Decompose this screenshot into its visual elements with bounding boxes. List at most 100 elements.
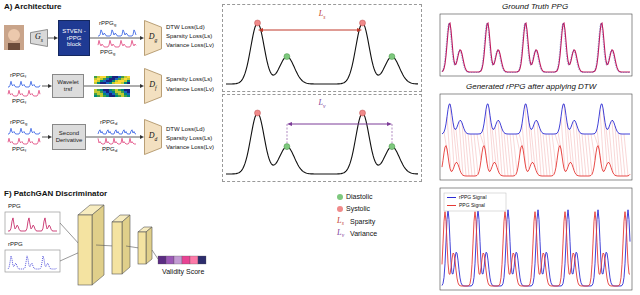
- heat-cell: [124, 76, 127, 78]
- sparsity-plot: Ls: [222, 4, 422, 92]
- stven-block: STVEN -rPPG block: [58, 20, 90, 56]
- heat-cell: [118, 76, 121, 78]
- heat-cell: [112, 93, 115, 95]
- dtw-alignment-line: [471, 134, 475, 176]
- dtw-alignment-line: [588, 134, 592, 174]
- measure-arrows: [258, 28, 392, 150]
- shoulders: [8, 43, 20, 50]
- heat-cell: [121, 76, 124, 78]
- ground-truth-overlay: [442, 23, 630, 72]
- heat-cell: [124, 82, 127, 84]
- node-text: D: [149, 80, 155, 89]
- arrow-line: [42, 86, 48, 87]
- heat-cell: [94, 91, 97, 93]
- heat-cell: [97, 93, 100, 95]
- heat-cell: [97, 80, 100, 82]
- heat-cell: [100, 95, 103, 97]
- subscript: g: [154, 37, 157, 43]
- discriminator: Df: [144, 68, 162, 104]
- heat-cell: [127, 89, 130, 91]
- score-cell: [158, 256, 166, 264]
- ppg-derivative-wave: [98, 138, 136, 144]
- heat-cell: [115, 76, 118, 78]
- heat-cell: [94, 93, 97, 95]
- heat-cell: [115, 82, 118, 84]
- feed-line: [96, 245, 114, 246]
- heat-cell: [94, 82, 97, 84]
- heat-cell: [94, 76, 97, 78]
- heat-cell: [103, 93, 106, 95]
- legend-text: Sparsity: [350, 218, 375, 226]
- heat-cell: [97, 78, 100, 80]
- rppg-input-wave: [8, 256, 57, 269]
- subscript: g: [25, 122, 27, 126]
- heat-cell: [94, 78, 97, 80]
- heat-cell: [115, 95, 118, 97]
- trapezoid-shape: [145, 21, 162, 56]
- variance-arrow: [290, 124, 389, 125]
- dtw-alignment-line: [603, 108, 607, 164]
- dtw-alignment-line: [594, 134, 598, 146]
- input-arrows: [42, 84, 52, 139]
- dtw-alignment-line: [474, 134, 478, 174]
- heat-cell: [94, 95, 97, 97]
- node-label: Gs: [35, 33, 43, 43]
- arrow-head: [357, 28, 362, 32]
- arrow-head: [140, 36, 144, 40]
- legend-line: [447, 197, 456, 198]
- dtw-alignment-line: [555, 134, 559, 147]
- diastolic-dot: [284, 54, 290, 60]
- heat-cell: [103, 76, 106, 78]
- ppg-wave: [8, 138, 40, 144]
- diastolic-dot: [284, 144, 290, 150]
- subscript: v: [342, 233, 344, 239]
- dtw-alignment-line: [480, 134, 484, 146]
- rppg-signal-wave: [442, 210, 630, 286]
- rppg-wave: [8, 128, 40, 134]
- heat-cell: [127, 93, 130, 95]
- node-label: Wavelet trsf: [54, 79, 82, 92]
- node-text: Wavelet trsf: [57, 79, 78, 92]
- heat-cell: [97, 89, 100, 91]
- legend-text: Variance: [350, 230, 377, 238]
- legend-entry: Variance: [350, 230, 377, 238]
- heat-cell: [121, 91, 124, 93]
- wavelet-image: [94, 76, 130, 97]
- arrow-head: [258, 28, 263, 32]
- node-label: Dg: [149, 33, 158, 43]
- legend-entry: PPG Signal: [447, 203, 485, 209]
- heat-cell: [103, 89, 106, 91]
- feed-line: [126, 246, 139, 248]
- score-cell: [174, 256, 182, 264]
- connector-line: [48, 38, 54, 39]
- ppg-signal-wave: [442, 212, 630, 286]
- arrow-head: [140, 135, 144, 139]
- pulse-waveform: [226, 113, 418, 174]
- heat-cell: [109, 82, 112, 84]
- target-wave: [442, 146, 630, 176]
- heat-cell: [127, 80, 130, 82]
- dtw-alignment-line: [576, 123, 580, 176]
- dtw-alignment-line: [462, 123, 466, 176]
- node-label: Lv: [319, 99, 326, 109]
- heat-cell: [121, 78, 124, 80]
- heat-cell: [112, 76, 115, 78]
- connector: [90, 36, 144, 40]
- heat-cell: [127, 95, 130, 97]
- arrow-head: [287, 122, 292, 126]
- subscript: f: [155, 85, 157, 91]
- heat-cell: [127, 91, 130, 93]
- diastolic-dot: [389, 54, 395, 60]
- face-image: [4, 25, 24, 50]
- heat-cell: [100, 76, 103, 78]
- layer-side: [146, 227, 152, 264]
- ppg-wave: [98, 40, 136, 47]
- peak-markers: [255, 20, 395, 150]
- label: PPG: [100, 49, 113, 55]
- heat-cell: [118, 80, 121, 82]
- heat-cell: [97, 95, 100, 97]
- heat-cell: [115, 89, 118, 91]
- arrow-head: [140, 84, 144, 88]
- heat-cell: [112, 78, 115, 80]
- heat-cell: [109, 78, 112, 80]
